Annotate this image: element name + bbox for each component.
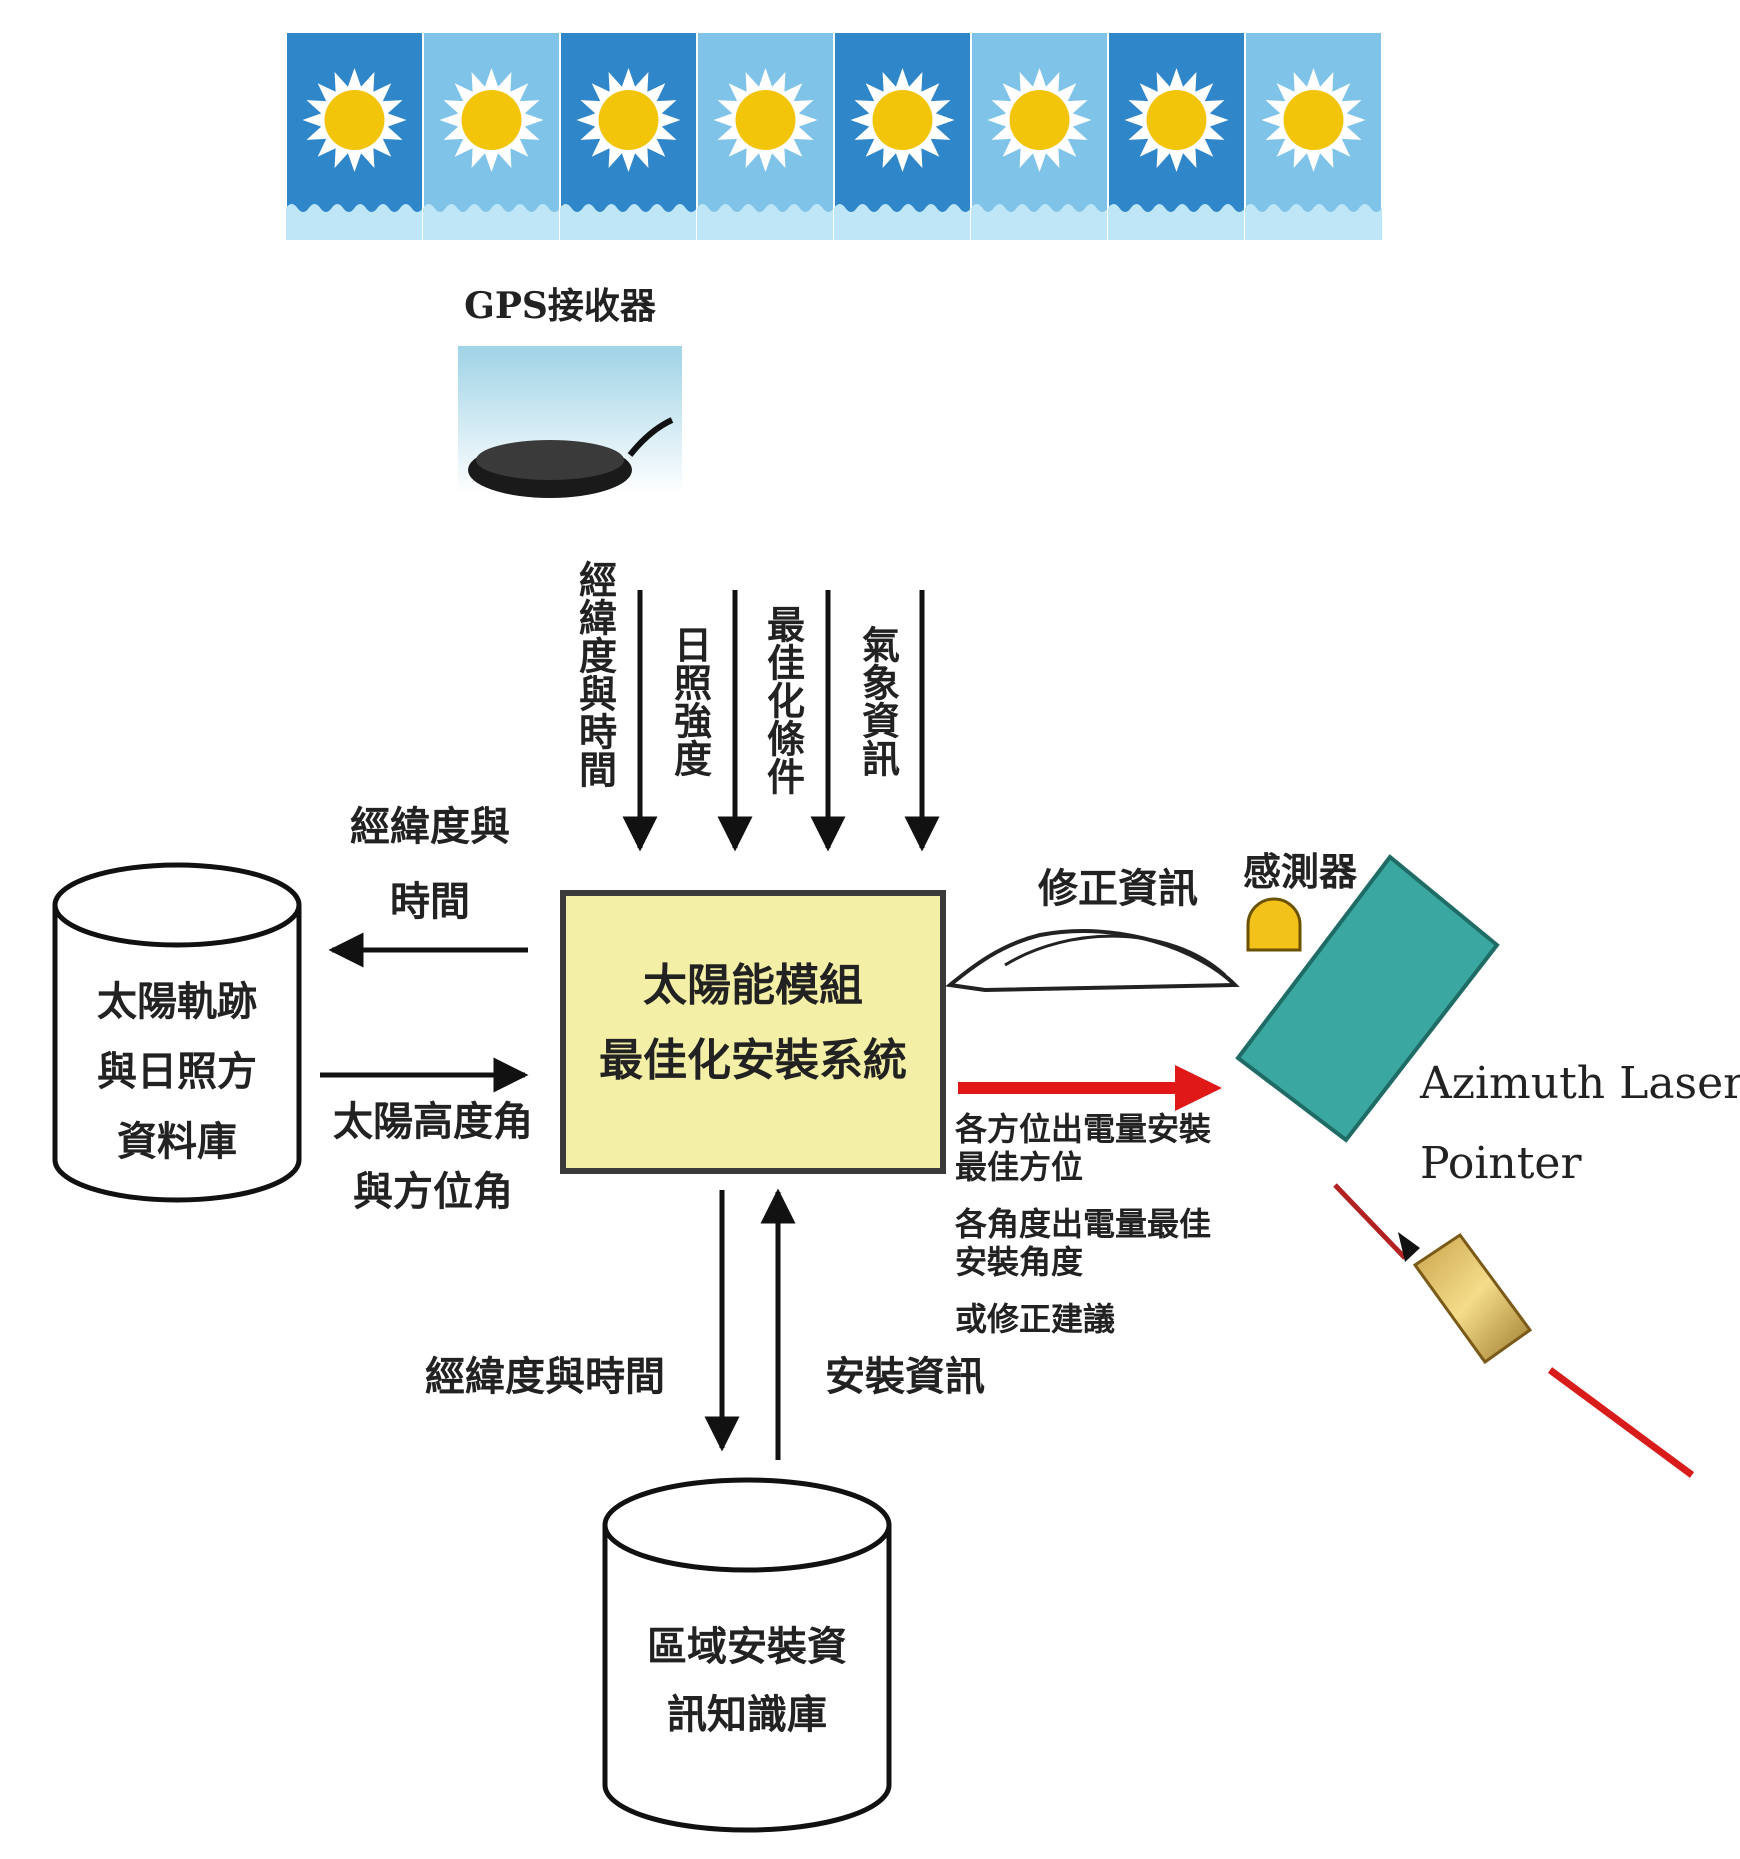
sun-db-top bbox=[52, 862, 302, 948]
feedback-arrow: 修正資訊 bbox=[945, 865, 1240, 993]
output-text: 各方位出電量安裝 最佳方位 各角度出電量最佳 安裝角度 或修正建議 bbox=[955, 1110, 1212, 1338]
solar-panel-tile bbox=[559, 31, 698, 241]
gps-cable bbox=[627, 417, 674, 457]
solar-panel-tile bbox=[1107, 31, 1246, 241]
system-title-line1: 太陽能模組 bbox=[643, 960, 863, 1011]
sun-icon bbox=[461, 90, 522, 150]
left-in-line2: 與方位角 bbox=[353, 1168, 513, 1215]
left-out-line2: 時間 bbox=[390, 878, 470, 925]
sun-icon bbox=[872, 90, 933, 150]
laser-label-line1: Azimuth Laser bbox=[1419, 1058, 1740, 1109]
sensor-label: 感測器 bbox=[1243, 849, 1358, 894]
input-label-latlon-time: 經緯度與時間 bbox=[573, 560, 618, 788]
solar-panel-tile bbox=[833, 31, 972, 241]
sensor-dome bbox=[1246, 897, 1302, 952]
region-db-body bbox=[602, 1525, 892, 1833]
laser-beam-lower bbox=[1547, 1367, 1695, 1478]
left-in-line1: 太陽高度角 bbox=[333, 1098, 533, 1145]
sun-icon bbox=[598, 90, 659, 150]
left-out-line1: 經緯度與 bbox=[350, 803, 510, 850]
output-line-5: 或修正建議 bbox=[955, 1300, 1115, 1338]
optimization-system-box: 太陽能模組 最佳化安裝系統 bbox=[560, 890, 946, 1174]
left-arrows: 經緯度與 時間 太陽高度角 與方位角 bbox=[320, 803, 533, 1215]
sun-icon bbox=[735, 90, 796, 150]
laser-label-line2: Pointer bbox=[1420, 1138, 1582, 1189]
bottom-arrows: 經緯度與時間 安裝資訊 bbox=[425, 1188, 985, 1460]
output-line-1: 各方位出電量安裝 bbox=[955, 1110, 1212, 1148]
laser-tip bbox=[1398, 1232, 1420, 1262]
laser-beam-upper bbox=[1333, 1183, 1407, 1260]
output-arrow bbox=[958, 1065, 1222, 1111]
output-arrow-head bbox=[1175, 1065, 1222, 1111]
solar-panel-tile bbox=[696, 31, 835, 241]
feedback-curve bbox=[945, 929, 1240, 993]
sun-icon bbox=[1146, 90, 1207, 150]
laser-body bbox=[1412, 1232, 1533, 1365]
sun-db-line3: 資料庫 bbox=[117, 1118, 237, 1165]
input-label-weather: 氣象資訊 bbox=[856, 625, 901, 777]
azimuth-laser-pointer: Azimuth Laser Pointer bbox=[1333, 1058, 1740, 1478]
sun-db-line1: 太陽軌跡 bbox=[97, 978, 257, 1025]
feedback-label: 修正資訊 bbox=[1038, 865, 1198, 912]
solar-panel-tile bbox=[422, 31, 561, 241]
gps-receiver: GPS接收器 bbox=[458, 285, 682, 498]
input-label-irradiance: 日照強度 bbox=[668, 625, 713, 777]
system-title-line2: 最佳化安裝系統 bbox=[599, 1035, 907, 1086]
sun-db-line2: 與日照方 bbox=[97, 1048, 257, 1095]
output-line-4: 安裝角度 bbox=[955, 1243, 1083, 1281]
sun-path-database: 太陽軌跡 與日照方 資料庫 bbox=[52, 862, 302, 1203]
region-db-top bbox=[602, 1477, 892, 1573]
region-db-line1: 區域安裝資 bbox=[647, 1623, 847, 1670]
solar-panel-tile bbox=[970, 31, 1109, 241]
sun-db-body bbox=[52, 905, 302, 1203]
input-label-optimization: 最佳化條件 bbox=[761, 605, 806, 795]
output-line-2: 最佳方位 bbox=[955, 1148, 1083, 1186]
gps-device-top bbox=[476, 440, 624, 480]
sun-icon bbox=[1009, 90, 1070, 150]
bottom-in-label: 安裝資訊 bbox=[825, 1353, 985, 1400]
solar-module bbox=[1235, 854, 1500, 1143]
gps-label: GPS接收器 bbox=[464, 285, 657, 327]
solar-module-panel bbox=[1235, 854, 1500, 1143]
feedback-curve-inner bbox=[1004, 934, 1227, 977]
region-install-knowledge-base: 區域安裝資 訊知識庫 bbox=[602, 1477, 892, 1833]
output-line-3: 各角度出電量最佳 bbox=[955, 1205, 1211, 1243]
sun-icon bbox=[324, 90, 385, 150]
top-input-arrows: 經緯度與時間 日照強度 最佳化條件 氣象資訊 bbox=[573, 560, 940, 852]
sensor: 感測器 bbox=[1243, 849, 1358, 952]
solar-panel-tile bbox=[285, 31, 424, 241]
solar-panel-strip bbox=[285, 31, 1383, 241]
bottom-out-label: 經緯度與時間 bbox=[425, 1353, 665, 1400]
sun-icon bbox=[1283, 90, 1344, 150]
region-db-line2: 訊知識庫 bbox=[667, 1691, 827, 1738]
solar-panel-tile bbox=[1244, 31, 1383, 241]
system-box-rect bbox=[560, 890, 946, 1174]
